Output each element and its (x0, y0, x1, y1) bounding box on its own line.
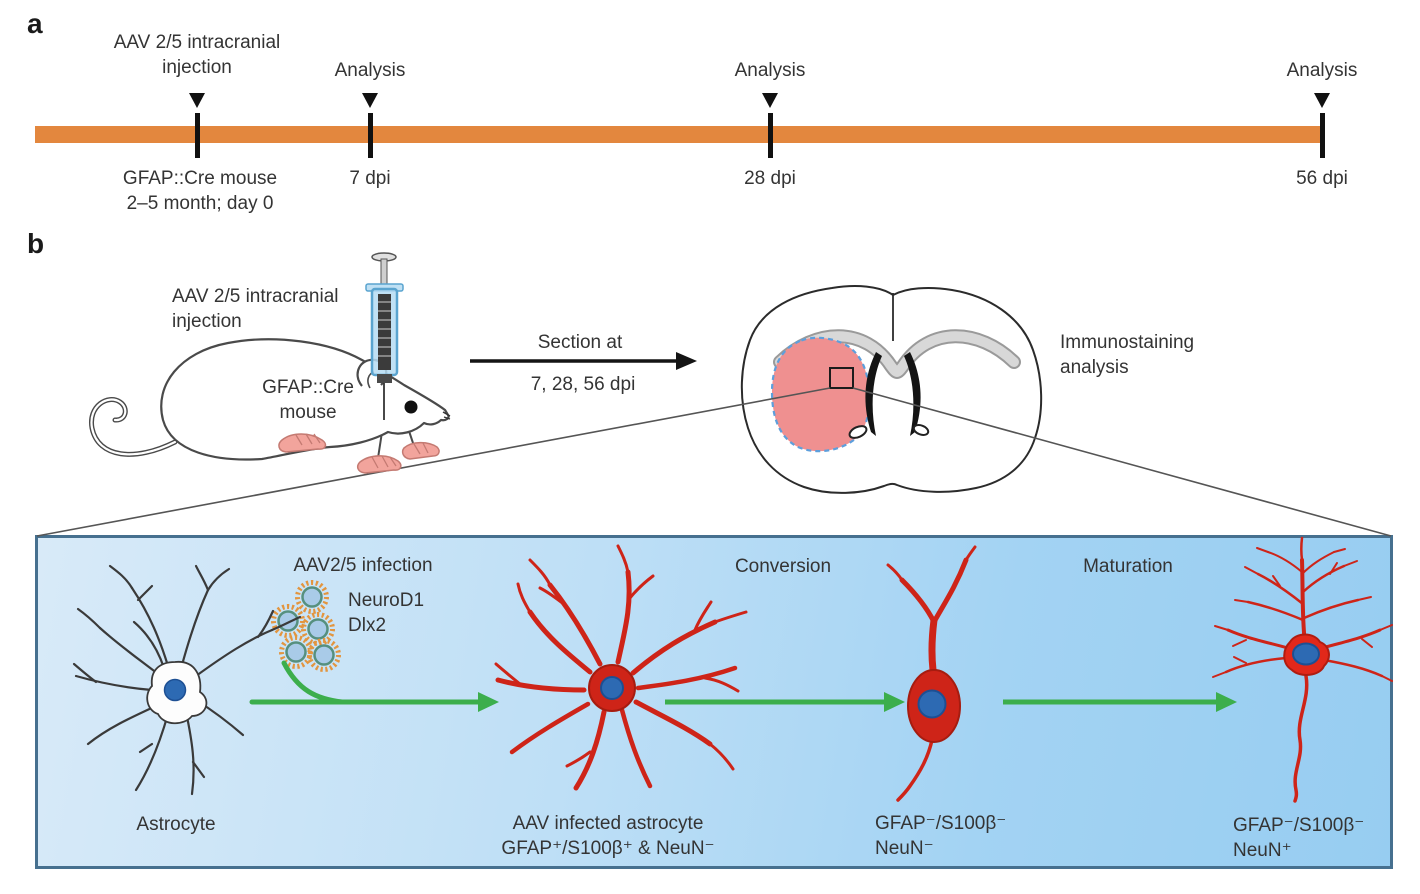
caption-infected: AAV infected astrocyte GFAP⁺/S100β⁺ & Ne… (501, 813, 715, 860)
caption-astrocyte: Astrocyte (136, 814, 216, 835)
timeline-arrow-icon (1314, 93, 1330, 108)
timeline-event-label-below: 56 dpi (1296, 168, 1348, 189)
timeline-event-label-above: AAV 2/5 intracranial injection (113, 32, 281, 79)
infection-title: AAV2/5 infection (293, 555, 433, 576)
stage-label-conversion: Conversion (734, 556, 832, 577)
injection-label: AAV 2/5 intracranial injection (172, 286, 339, 333)
timeline-event-label-below: 28 dpi (744, 168, 796, 189)
timeline-tick (368, 113, 373, 158)
panel-b-label: b (27, 228, 45, 259)
immunostaining-label: Immunostaining analysis (1060, 332, 1195, 379)
caption-mature: GFAP⁻/S100β⁻ NeuN⁺ (1233, 815, 1365, 862)
timeline-event-label-above: Analysis (734, 60, 806, 81)
section-label-bottom: 7, 28, 56 dpi (530, 374, 636, 395)
timeline-tick (768, 113, 773, 158)
timeline-bar (35, 126, 1325, 143)
timeline-tick (195, 113, 200, 158)
section-label-top: Section at (537, 332, 623, 353)
timeline-arrow-icon (762, 93, 778, 108)
caption-converting: GFAP⁻/S100β⁻ NeuN⁻ (875, 813, 1007, 860)
timeline-arrow-icon (189, 93, 205, 108)
stage-label-maturation: Maturation (1083, 556, 1173, 577)
mouse-label: GFAP::Cre mouse (262, 377, 354, 424)
timeline-event-label-below: 7 dpi (349, 168, 391, 189)
timeline-event-label-above: Analysis (1286, 60, 1358, 81)
virus-factors-label: NeuroD1 Dlx2 (348, 590, 425, 637)
timeline-arrow-icon (362, 93, 378, 108)
panel-a-label: a (27, 8, 43, 39)
timeline-tick (1320, 113, 1325, 158)
timeline-event-label-below: GFAP::Cre mouse 2–5 month; day 0 (122, 168, 278, 215)
timeline-event-label-above: Analysis (334, 60, 406, 81)
